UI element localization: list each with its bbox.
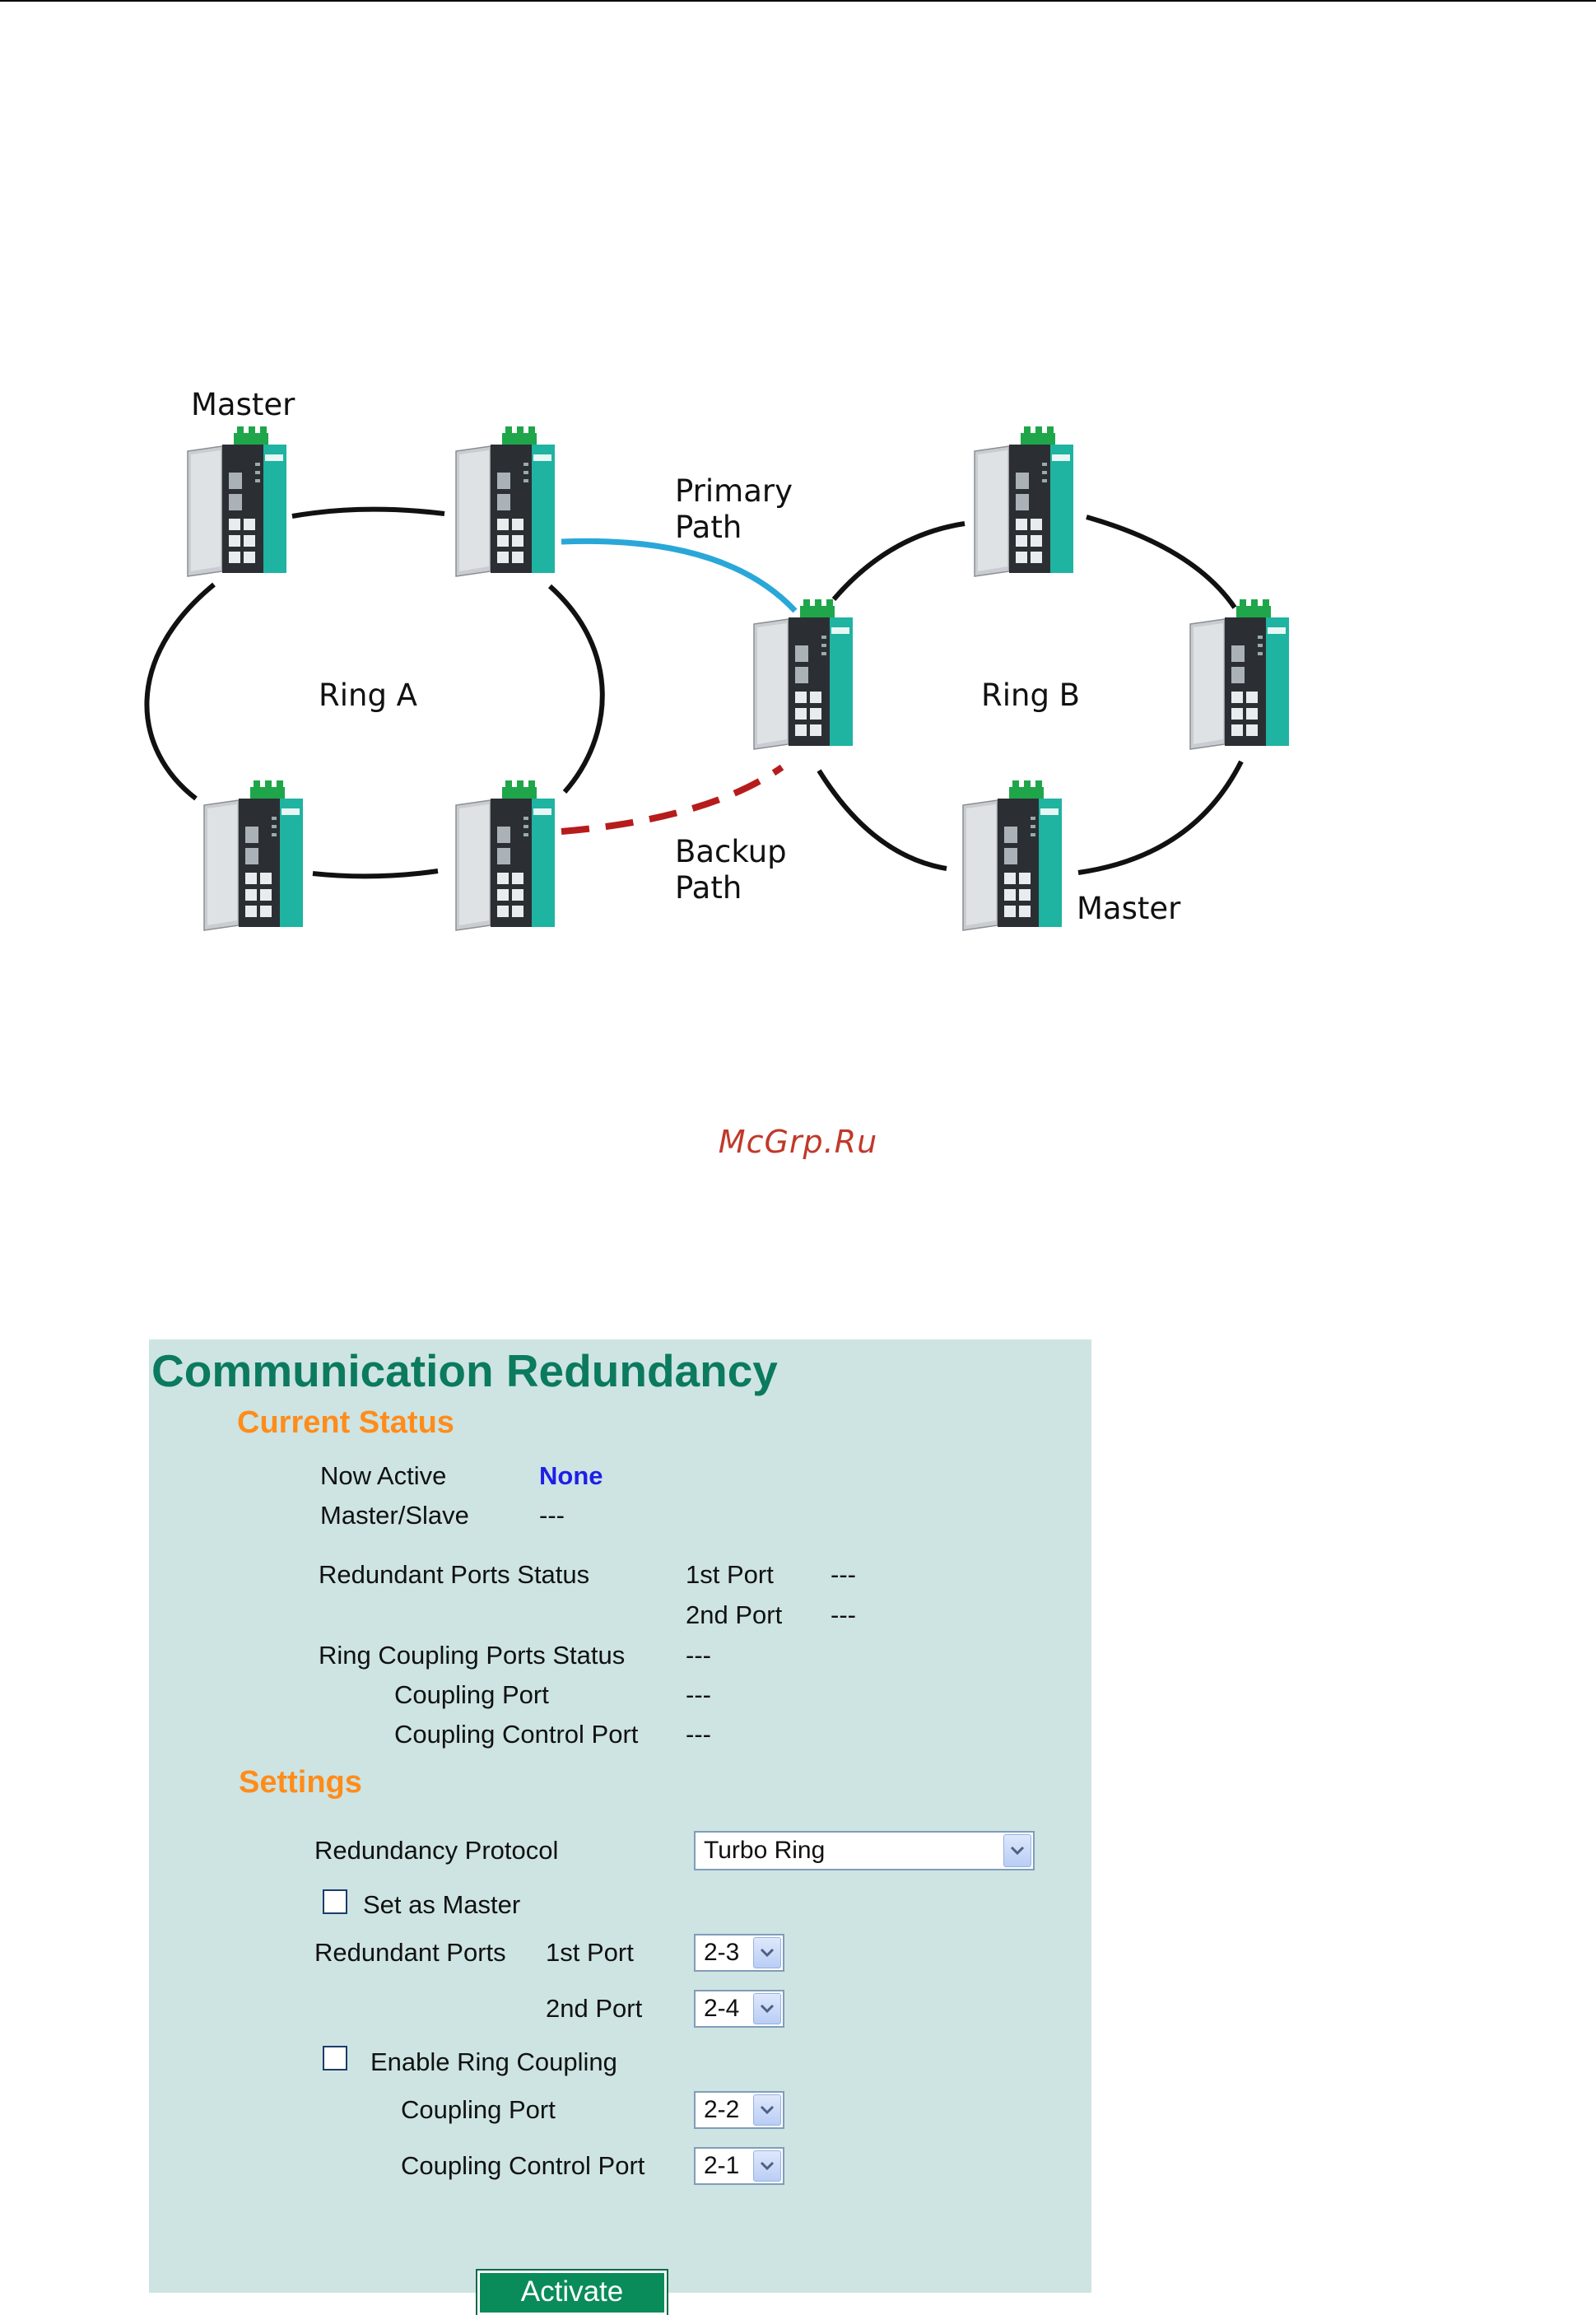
page-top-rule xyxy=(0,0,1596,2)
label-backup-path: Backup Path xyxy=(675,834,787,906)
label-primary-path: Primary Path xyxy=(675,473,793,545)
backup-path-link xyxy=(561,764,784,835)
settings-first-port-label: 1st Port xyxy=(546,1938,634,1967)
set-as-master-checkbox[interactable] xyxy=(323,1889,347,1914)
master-slave-value: --- xyxy=(539,1501,565,1530)
settings-heading: Settings xyxy=(239,1765,362,1800)
ring-a-link-right xyxy=(547,584,605,794)
label-ring-a: Ring A xyxy=(319,678,417,713)
ring-a-link-bottom xyxy=(312,869,439,879)
chevron-down-icon[interactable] xyxy=(753,2150,781,2182)
chevron-down-icon[interactable] xyxy=(753,1937,781,1968)
label-master-top: Master xyxy=(191,387,295,422)
ring-b-link-bottom-left xyxy=(817,769,947,871)
page-title: Communication Redundancy xyxy=(151,1345,778,1396)
label-ring-b: Ring B xyxy=(981,678,1081,713)
switch-ring-a-bottom-left xyxy=(203,780,304,931)
chevron-down-icon[interactable] xyxy=(1003,1834,1031,1867)
redundant-ports-label: Redundant Ports xyxy=(314,1938,506,1967)
status-first-port-value: --- xyxy=(831,1560,856,1589)
set-as-master-label: Set as Master xyxy=(363,1890,521,1919)
chevron-down-icon[interactable] xyxy=(753,1993,781,2024)
ring-coupling-diagram: Master Primary Path Ring A Ring B Backup… xyxy=(0,0,1596,988)
redundancy-protocol-select[interactable]: Turbo Ring xyxy=(694,1831,1035,1870)
redundant-ports-status-label: Redundant Ports Status xyxy=(319,1560,590,1589)
switch-ring-b-top xyxy=(974,426,1074,577)
ring-coupling-ports-status-label: Ring Coupling Ports Status xyxy=(319,1641,626,1670)
switch-ring-b-master xyxy=(962,780,1063,931)
coupling-control-port-value: 2-1 xyxy=(704,2152,740,2179)
second-port-select[interactable]: 2-4 xyxy=(694,1990,784,2028)
ring-b-link-top-left xyxy=(831,521,966,601)
status-first-port-label: 1st Port xyxy=(686,1560,774,1589)
settings-coupling-port-label: Coupling Port xyxy=(401,2095,556,2124)
status-coupling-control-port-value: --- xyxy=(686,1720,711,1749)
status-coupling-port-value: --- xyxy=(686,1680,711,1709)
enable-ring-coupling-checkbox[interactable] xyxy=(323,2046,347,2070)
settings-coupling-control-port-label: Coupling Control Port xyxy=(401,2151,645,2180)
now-active-value: None xyxy=(539,1461,603,1490)
settings-second-port-label: 2nd Port xyxy=(546,1994,643,2023)
first-port-select[interactable]: 2-3 xyxy=(694,1934,784,1972)
ring-a-link-top xyxy=(291,506,445,519)
switch-ring-a-bottom-right xyxy=(455,780,556,931)
coupling-control-port-select[interactable]: 2-1 xyxy=(694,2147,784,2185)
status-coupling-control-port-label: Coupling Control Port xyxy=(394,1720,639,1749)
redundancy-protocol-value: Turbo Ring xyxy=(704,1837,826,1864)
second-port-value: 2-4 xyxy=(704,1995,740,2022)
diagram-canvas xyxy=(144,426,1290,931)
ring-coupling-ports-status-value: --- xyxy=(686,1641,711,1670)
switch-coupling xyxy=(753,599,854,750)
enable-ring-coupling-label: Enable Ring Coupling xyxy=(370,2047,617,2076)
redundancy-protocol-label: Redundancy Protocol xyxy=(314,1836,559,1865)
primary-path-link xyxy=(561,538,798,613)
switch-ring-a-master xyxy=(187,426,287,577)
now-active-label: Now Active xyxy=(320,1461,447,1490)
coupling-port-select[interactable]: 2-2 xyxy=(694,2091,784,2129)
ring-b-link-top-right xyxy=(1086,515,1237,609)
status-coupling-port-label: Coupling Port xyxy=(394,1680,549,1709)
switch-ring-a-top-right xyxy=(455,426,556,577)
status-second-port-label: 2nd Port xyxy=(686,1600,783,1629)
current-status-heading: Current Status xyxy=(237,1405,454,1440)
switch-ring-b-right xyxy=(1189,599,1290,750)
coupling-port-value: 2-2 xyxy=(704,2096,740,2123)
chevron-down-icon[interactable] xyxy=(753,2094,781,2126)
status-second-port-value: --- xyxy=(831,1600,856,1629)
first-port-value: 2-3 xyxy=(704,1939,740,1966)
label-master-bottom: Master xyxy=(1077,891,1181,926)
communication-redundancy-panel: Communication Redundancy Current Status … xyxy=(149,1339,1091,2315)
ring-a-link-left xyxy=(144,582,216,801)
ring-b-link-bottom-right xyxy=(1077,760,1244,875)
master-slave-label: Master/Slave xyxy=(320,1501,469,1530)
activate-button[interactable]: Activate xyxy=(476,2269,668,2315)
watermark: McGrp.Ru xyxy=(718,1124,878,1160)
